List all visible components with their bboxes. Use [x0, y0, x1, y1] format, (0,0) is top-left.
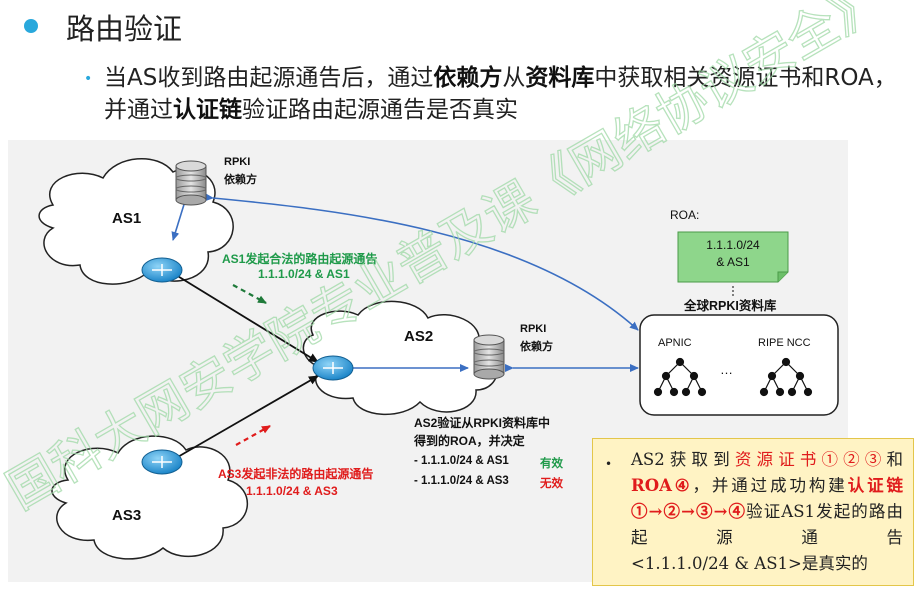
subtitle-part-3: 资料库 [525, 65, 595, 91]
rpki-repo-arrow-top [204, 193, 639, 331]
note-text-7: 验证AS1发起的路由起源通告 [631, 502, 903, 547]
roa-document-icon [677, 231, 789, 283]
verify-item-2-status: 无效 [540, 478, 563, 490]
verify-text-2: 得到的ROA，并决定 [414, 434, 525, 448]
note-bullet-icon: • [605, 457, 613, 471]
rpki-repository-box [639, 314, 839, 416]
illegal-announcement-arrow [235, 425, 271, 446]
illegal-announcement-label: AS3发起非法的路由起源通告 [218, 467, 374, 481]
note-roa: ROA④ [631, 476, 693, 495]
router-as3-icon [141, 449, 183, 475]
as3-label: AS3 [112, 507, 142, 524]
subtitle-part-4: 中获取相关资源证书和ROA，并通过 [104, 65, 897, 123]
repository-title: 全球RPKI资料库 [684, 299, 777, 313]
legit-announcement-prefix: 1.1.1.0/24 & AS1 [258, 267, 350, 281]
as2-label: AS2 [404, 328, 434, 345]
illegal-announcement-prefix: 1.1.1.0/24 & AS3 [246, 484, 338, 498]
rpki-database-top-icon [175, 160, 207, 206]
verify-item-1: - 1.1.1.0/24 & AS1 [414, 455, 509, 467]
rpki-top-label-2: 依赖方 [224, 174, 257, 186]
explanation-note: • AS2获取到资源证书①②③和 ROA④，并通过成功构建认证链①→②→③→④验证… [592, 438, 914, 586]
verify-item-2: - 1.1.1.0/24 & AS3 [414, 475, 509, 487]
roa-line-2: & AS1 [716, 255, 750, 269]
slide-title: 路由验证 [66, 12, 183, 46]
subtitle-part-5: 认证链 [173, 97, 242, 123]
as1-label: AS1 [112, 210, 142, 227]
subtitle-part-1: 依赖方 [433, 65, 503, 91]
note-resource-certs: 资源证书①②③ [734, 450, 887, 469]
roa-line-1: 1.1.1.0/24 [706, 238, 760, 252]
rpki-database-mid-icon [473, 334, 505, 380]
ripe-tree-icon [759, 357, 813, 397]
router-as2-icon [312, 355, 354, 381]
rpki-mid-label-2: 依赖方 [520, 341, 553, 353]
note-text-3: 和 [886, 450, 904, 469]
as1-as2-link [175, 274, 319, 363]
diagram-graphics [38, 158, 839, 560]
ripe-label: RIPE NCC [758, 337, 811, 349]
roa-label: ROA: [670, 208, 700, 222]
as3-cloud [51, 435, 248, 560]
rpki-top-label: RPKI [224, 156, 251, 168]
slide-subtitle: 当AS收到路由起源通告后，通过依赖方从资料库中获取相关资源证书和ROA，并通过认… [104, 62, 914, 126]
as3-as2-link [175, 375, 319, 459]
rpki-mid-label: RPKI [520, 323, 547, 335]
subtitle-part-6: 验证路由起源通告是否真实 [242, 97, 518, 123]
note-text-1: AS2获取到 [631, 450, 735, 469]
note-text-8: <1.1.1.0/24 & AS1>是真实的 [631, 554, 868, 573]
verify-item-1-status: 有效 [540, 458, 563, 470]
note-text-5: ，并通过成功构建 [692, 476, 848, 495]
note-cert-chain: 认证链①→②→③→④ [631, 476, 904, 521]
title-bullet-icon [24, 19, 38, 33]
legit-announcement-label: AS1发起合法的路由起源通告 [222, 252, 378, 266]
as1-rpki-arrow [171, 189, 193, 241]
apnic-label: APNIC [658, 337, 692, 349]
legit-announcement-arrow [232, 284, 267, 304]
verify-text-1: AS2验证从RPKI资料库中 [414, 416, 551, 430]
router-as1-icon [141, 257, 183, 283]
subtitle-part-0: 当AS收到路由起源通告后，通过 [104, 65, 434, 91]
subtitle-bullet-icon: • [84, 71, 93, 87]
apnic-tree-icon [653, 357, 707, 397]
subtitle-part-2: 从 [502, 65, 526, 91]
repository-ellipsis: … [720, 362, 733, 377]
